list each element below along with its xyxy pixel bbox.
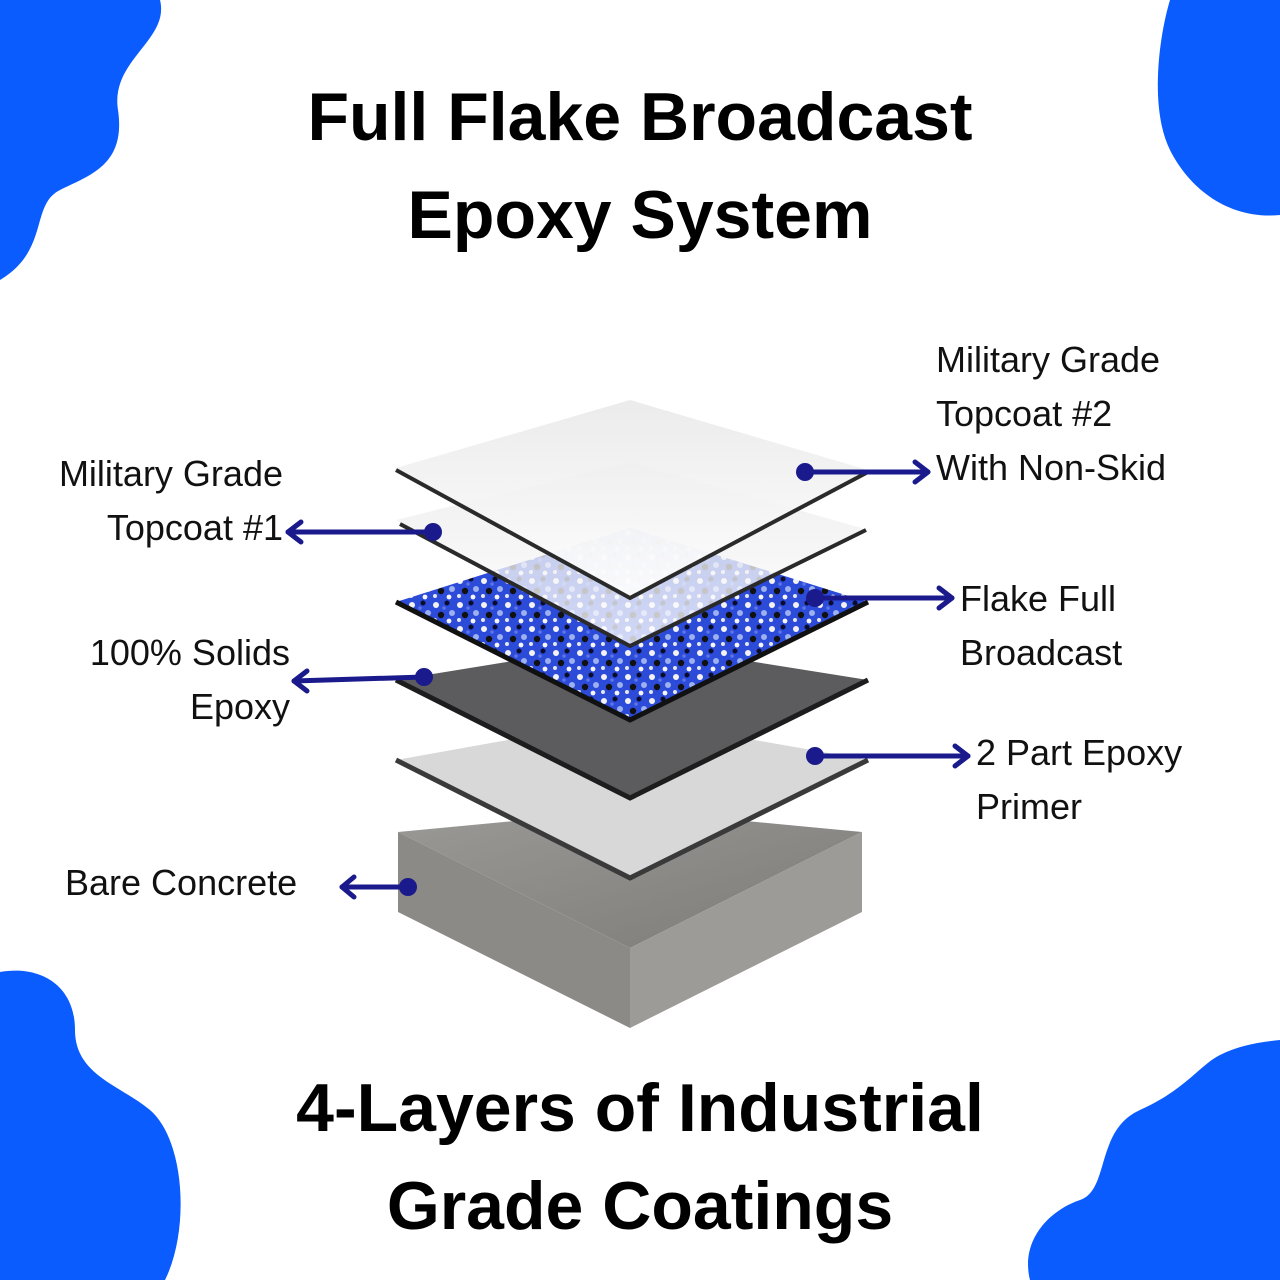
page-subtitle: 4-Layers of Industrial Grade Coatings: [0, 1059, 1280, 1255]
blob-top-right: [1157, 0, 1280, 216]
label-topcoat-2: Military Grade Topcoat #2 With Non-Skid: [936, 333, 1166, 495]
blob-bottom-right: [1028, 1040, 1280, 1280]
subtitle-line-1: 4-Layers of Industrial: [296, 1070, 984, 1146]
title-line-1: Full Flake Broadcast: [307, 79, 973, 155]
label-flake: Flake Full Broadcast: [960, 572, 1122, 680]
arrow-topcoat-1: [285, 519, 442, 545]
label-topcoat-2-line-1: Military Grade: [936, 339, 1161, 380]
label-topcoat-1-line-2: Topcoat #1: [106, 507, 283, 548]
arrow-concrete: [339, 874, 417, 900]
label-flake-line-2: Broadcast: [960, 632, 1123, 673]
arrow-solids-epoxy: [291, 668, 433, 694]
blob-bottom-left: [0, 970, 181, 1280]
label-topcoat-2-line-3: With Non-Skid: [936, 447, 1167, 488]
label-topcoat-1: Military Grade Topcoat #1: [30, 447, 283, 555]
label-flake-line-1: Flake Full: [960, 578, 1117, 619]
label-primer-line-2: Primer: [976, 786, 1082, 827]
arrow-topcoat-2: [796, 459, 931, 485]
arrow-primer: [806, 743, 971, 769]
label-topcoat-1-line-1: Military Grade: [58, 453, 283, 494]
label-concrete: Bare Concrete: [65, 856, 297, 910]
label-topcoat-2-line-2: Topcoat #2: [936, 393, 1113, 434]
page-title: Full Flake Broadcast Epoxy System: [0, 68, 1280, 264]
layer-topcoat-2: [395, 400, 869, 601]
label-primer: 2 Part Epoxy Primer: [976, 726, 1182, 834]
label-primer-line-1: 2 Part Epoxy: [976, 732, 1183, 773]
label-solids-epoxy: 100% Solids Epoxy: [40, 626, 290, 734]
subtitle-line-2: Grade Coatings: [386, 1168, 894, 1244]
arrow-flake: [806, 585, 955, 611]
blob-top-left: [0, 0, 162, 280]
title-line-2: Epoxy System: [407, 177, 873, 253]
label-solids-epoxy-line-2: Epoxy: [189, 686, 290, 727]
label-concrete-line-1: Bare Concrete: [65, 862, 298, 903]
label-solids-epoxy-line-1: 100% Solids: [89, 632, 290, 673]
